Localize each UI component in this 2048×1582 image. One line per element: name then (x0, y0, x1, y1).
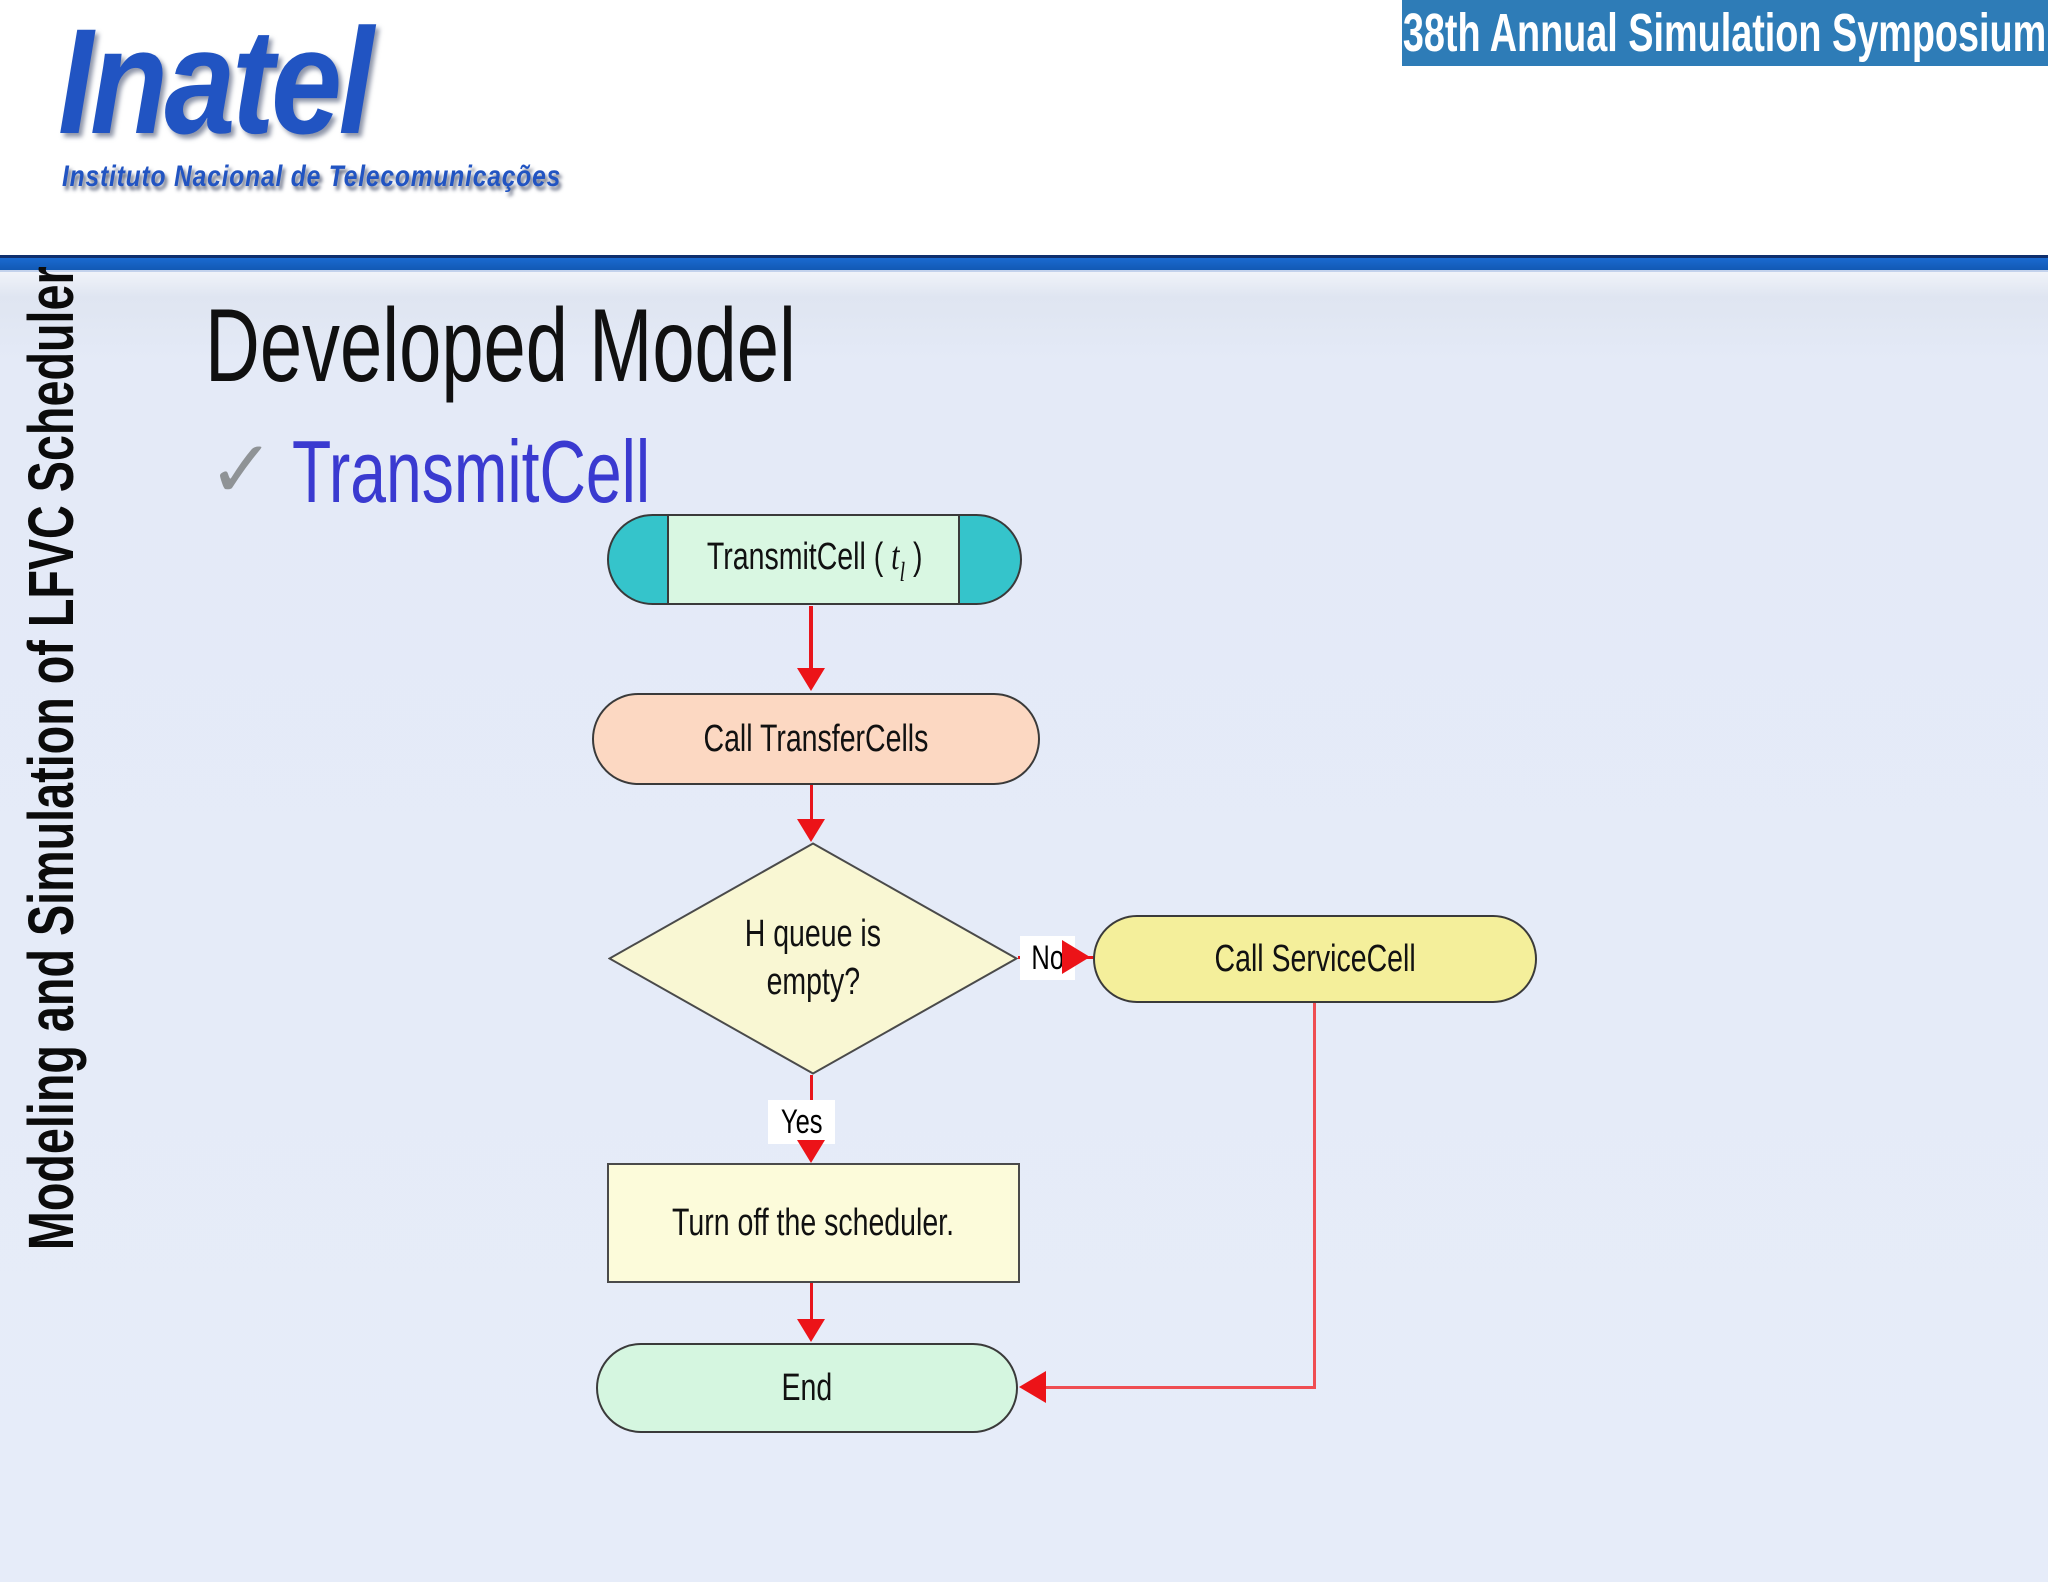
symposium-banner-text: 38th Annual Simulation Symposium (1403, 3, 2047, 63)
flow-node-decision-shape (608, 842, 1018, 1075)
page-title: Developed Model (205, 288, 796, 404)
sidebar-vertical-title-text: Modeling and Simulation of LFVC Schedule… (15, 266, 87, 1251)
arrowhead-down-icon (797, 668, 825, 691)
bullet-label: TransmitCell (292, 422, 651, 521)
connector-service-end-vertical (1313, 1003, 1316, 1388)
header-divider-bar (0, 255, 2048, 272)
start-var-sub: l (899, 556, 905, 587)
start-var-t: t (890, 532, 900, 578)
flow-node-transfercells: Call TransferCells (592, 693, 1040, 785)
arrowhead-right-icon (1062, 940, 1090, 974)
sidebar-vertical-title: Modeling and Simulation of LFVC Schedule… (10, 266, 92, 1432)
arrowhead-down-icon (797, 819, 825, 842)
edge-label-yes: Yes (768, 1100, 836, 1144)
check-icon: ✓ (208, 425, 276, 514)
arrowhead-down-icon (797, 1140, 825, 1163)
flow-node-start: TransmitCell ( tl ) (607, 514, 1022, 605)
flow-node-servicecell: Call ServiceCell (1093, 915, 1537, 1003)
inatel-logo-subtitle: Instituto Nacional de Telecomunicações (62, 160, 562, 193)
connector-transfer-decision (810, 785, 813, 822)
flow-node-start-band (667, 516, 960, 603)
arrowhead-down-icon (797, 1319, 825, 1342)
connector-service-end-horizontal (1042, 1386, 1316, 1389)
connector-turnoff-end (810, 1283, 813, 1321)
flow-node-turnoff: Turn off the scheduler. (607, 1163, 1020, 1283)
connector-start-transfer (809, 606, 813, 670)
slide-body (0, 272, 2048, 1582)
slide-header: Inatel Instituto Nacional de Telecomunic… (0, 0, 2048, 255)
flow-node-end: End (596, 1343, 1018, 1433)
arrowhead-left-icon (1019, 1371, 1046, 1403)
flow-node-start-label: TransmitCell ( tl ) (706, 532, 923, 587)
inatel-logo: Inatel (58, 0, 374, 165)
flow-node-decision-label: H queue is empty? (744, 913, 882, 1003)
symposium-banner: 38th Annual Simulation Symposium (1402, 0, 2048, 66)
